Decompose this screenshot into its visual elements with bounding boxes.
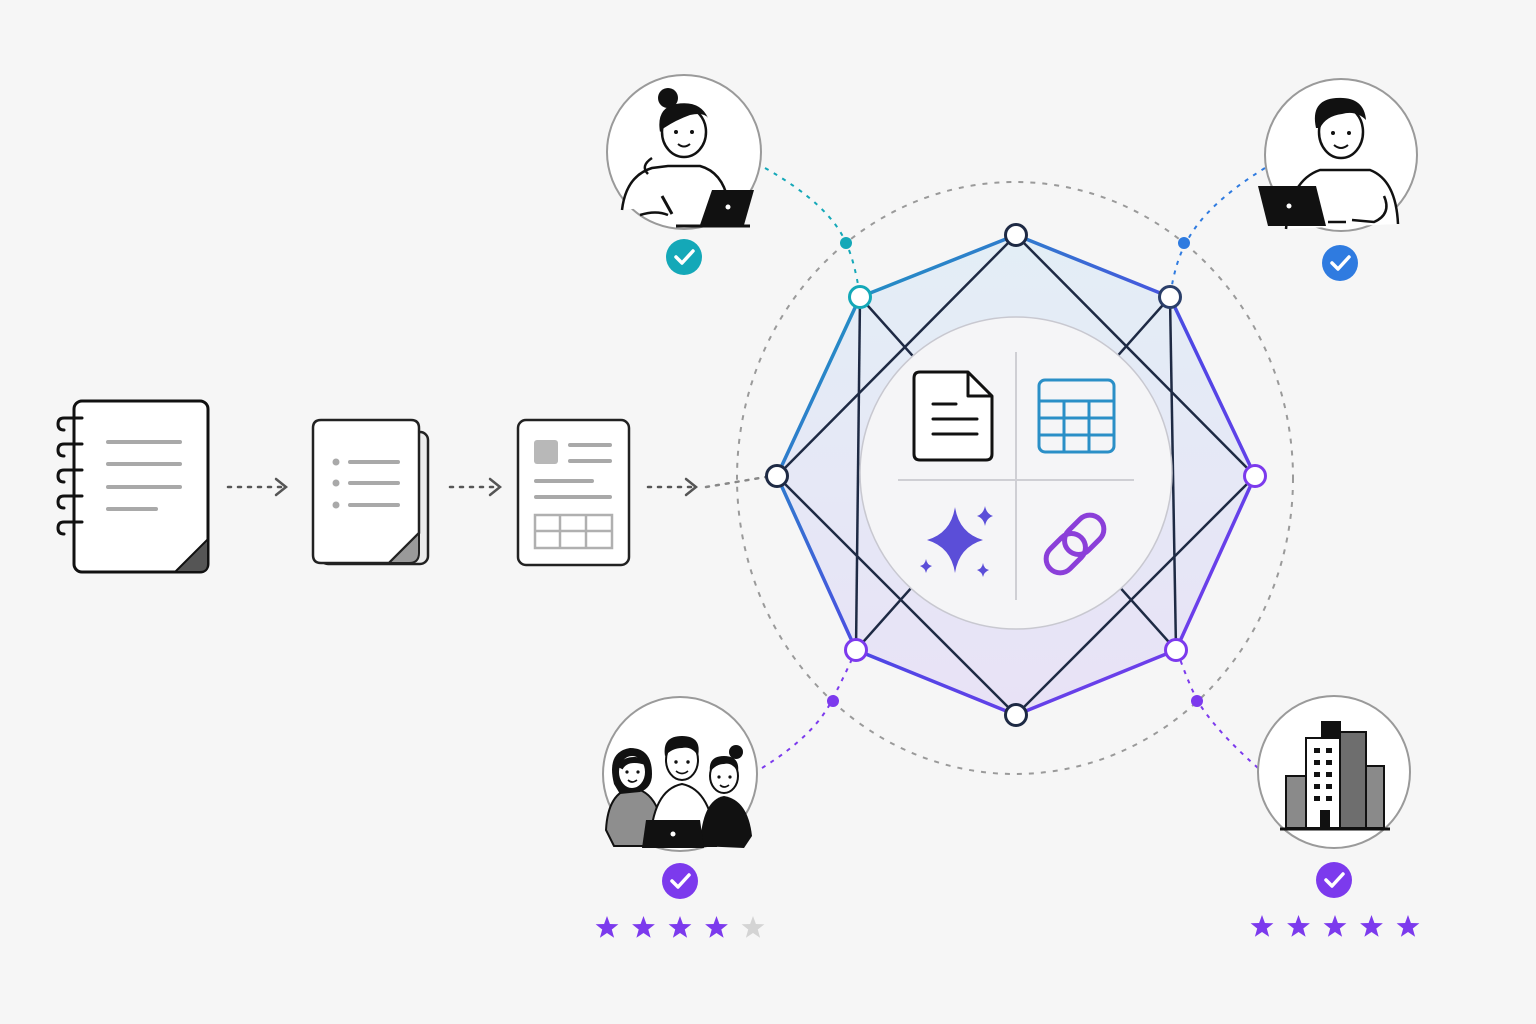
table-icon [1037,378,1116,454]
profile-man-with-laptop[interactable] [1258,78,1418,281]
verified-badge [1322,245,1358,281]
connector-dot [1191,695,1203,707]
check-icon [1330,255,1351,271]
rating-stars [595,916,765,938]
building-avatar [1280,721,1390,831]
text-document-icon [912,370,994,462]
connector-dot [840,237,852,249]
woman-avatar [620,88,754,228]
star-filled-icon [1287,915,1310,937]
network-node [1243,464,1267,488]
sparkle-icon [920,506,993,577]
network-node [848,285,872,309]
connector-dot [1178,237,1190,249]
check-icon [674,249,695,265]
profile-woman-with-laptop[interactable] [606,74,762,275]
star-empty-icon [741,916,765,938]
flow-arrow [226,477,289,497]
man-avatar [1258,97,1400,230]
network-hub [736,167,1294,775]
network-node [1004,223,1028,247]
notebook-icon [56,399,210,574]
star-filled-icon [1396,915,1420,937]
profile-office-building[interactable] [1250,695,1420,937]
verified-badge [666,239,702,275]
orbit-ring [736,181,1294,775]
connector-dot [827,695,839,707]
profile-team-group[interactable] [595,696,765,938]
star-filled-icon [1323,915,1347,937]
star-filled-icon [668,916,692,938]
structured-document-icon [516,418,631,567]
star-filled-icon [1360,915,1383,937]
star-filled-icon [705,916,728,938]
rating-stars [1250,915,1420,937]
check-icon [1324,872,1345,888]
document-list-icon [311,418,430,566]
network-node [765,464,789,488]
verified-badge [1316,862,1352,898]
octagon-nodes [765,223,1267,727]
hub-divider [898,352,1134,600]
link-icon [1043,512,1107,576]
network-node [1164,638,1188,662]
flow-arrow [448,477,503,497]
network-node [844,638,868,662]
star-filled-icon [632,916,655,938]
flow-arrow [646,475,768,497]
network-node [1004,703,1028,727]
mesh-lines [776,234,1256,716]
team-avatar [604,736,752,848]
verified-badge [662,863,698,899]
check-icon [670,873,691,889]
network-node [1158,285,1182,309]
star-filled-icon [595,916,619,938]
star-filled-icon [1250,915,1274,937]
pipeline [56,399,768,574]
